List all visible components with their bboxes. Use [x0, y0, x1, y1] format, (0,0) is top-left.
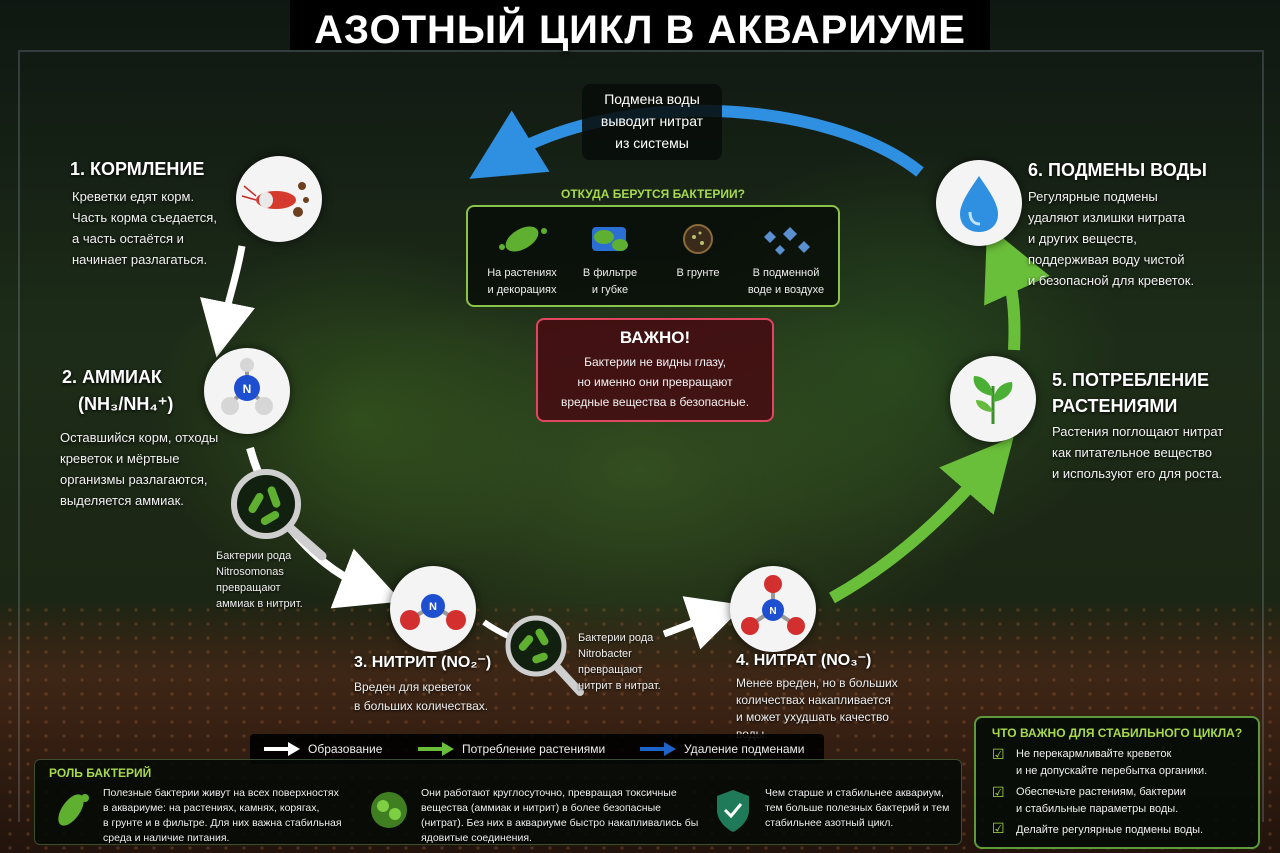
plant-sprout-icon	[950, 356, 1036, 442]
arrow-bacteria-link	[482, 619, 510, 639]
step-feeding-text: Креветки едят корм.Часть корма съедается…	[72, 189, 217, 267]
leaf-bacteria-icon	[499, 226, 547, 252]
stable-cycle-panel: ЧТО ВАЖНО ДЛЯ СТАБИЛЬНОГО ЦИКЛА? ☑ Не пе…	[974, 716, 1260, 849]
legend-green-arrow-icon	[418, 742, 454, 756]
step-water-heading: 6. ПОДМЕНЫ ВОДЫ	[1028, 160, 1207, 180]
arrow-nitrite-to-nitrate	[662, 596, 745, 650]
arrow-plants-to-water	[984, 225, 1050, 351]
bacteria-role-col-1: Полезные бактерии живут на всех поверхно…	[103, 787, 342, 844]
nitrate-atom-label: N	[769, 606, 776, 617]
shrimp-feeding-icon	[236, 156, 322, 242]
ammonia-atom-label: N	[243, 382, 252, 396]
filter-sponge-icon	[592, 227, 628, 251]
legend-white-arrow-icon	[264, 742, 300, 756]
shield-check-icon	[717, 790, 749, 832]
step-ammonia-formula: (NH₃/NH₄⁺)	[78, 394, 174, 414]
bacteria-cluster-icon	[58, 794, 89, 826]
bacteria-role-col-2: Они работают круглосуточно, превращая то…	[421, 787, 699, 844]
nitrate-molecule-icon: N	[730, 566, 816, 652]
important-text: Бактерии не видны глазу,но именно они пр…	[560, 355, 750, 409]
bacteria-role-col-3: Чем старше и стабильнее аквариум,тем бол…	[765, 787, 950, 829]
check-icon: ☑	[992, 784, 1005, 800]
water-drop-icon	[936, 160, 1022, 246]
step-nitrate-heading: 4. НИТРАТ (NO₃⁻)	[736, 652, 872, 669]
important-note-box: ВАЖНО! Бактерии не видны глазу,но именно…	[536, 318, 774, 422]
arrow-nitrate-to-plants	[829, 436, 1014, 604]
nitrite-molecule-icon: N	[390, 566, 476, 652]
bacteria-role-heading: РОЛЬ БАКТЕРИЙ	[49, 766, 152, 780]
step-feeding-heading: 1. КОРМЛЕНИЕ	[70, 159, 205, 179]
check-icon: ☑	[992, 746, 1005, 762]
bacteria-role-panel: РОЛЬ БАКТЕРИЙ Полезные бактерии живут на…	[34, 759, 962, 845]
water-drops-icon	[764, 227, 810, 255]
title-band	[290, 0, 990, 50]
ammonia-molecule-icon: N	[204, 348, 290, 434]
bacteria-colony-icon	[371, 792, 407, 828]
legend-plant-uptake: Потребление растениями	[462, 742, 606, 756]
legend-formation: Образование	[308, 742, 383, 756]
nitrobacter-magnifier-icon	[505, 615, 584, 696]
legend-removal: Удаление подменами	[684, 742, 805, 756]
bacteria-sources-heading: ОТКУДА БЕРУТСЯ БАКТЕРИИ?	[561, 187, 745, 201]
arrow-feeding-to-ammonia	[200, 245, 255, 358]
step-nitrite-heading: 3. НИТРИТ (NO₂⁻)	[354, 654, 492, 671]
source-substrate: В грунте	[652, 217, 744, 279]
step-ammonia-heading: 2. АММИАК	[62, 367, 162, 387]
legend-blue-arrow-icon	[640, 742, 676, 756]
nitrite-atom-label: N	[429, 601, 437, 613]
important-heading: ВАЖНО!	[619, 328, 691, 347]
nitrosomonas-magnifier-icon	[231, 469, 327, 561]
aquarium-glass-frame	[18, 50, 1264, 822]
check-icon: ☑	[992, 820, 1005, 836]
page-title: АЗОТНЫЙ ЦИКЛ В АКВАРИУМЕ	[314, 8, 966, 52]
stable-cycle-heading: ЧТО ВАЖНО ДЛЯ СТАБИЛЬНОГО ЦИКЛА?	[991, 726, 1243, 740]
substrate-icon	[683, 224, 713, 254]
stable-item-3: Делайте регулярные подмены воды.	[1016, 824, 1204, 836]
